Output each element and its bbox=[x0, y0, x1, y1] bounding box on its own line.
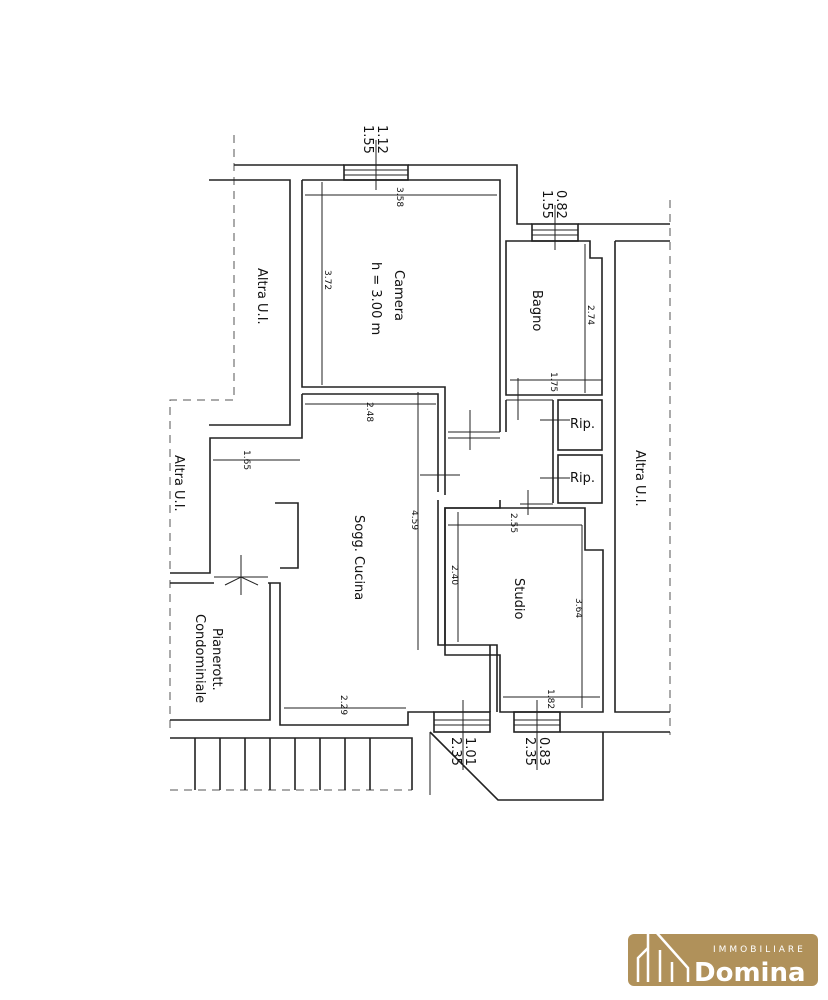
window-4-height: 2.35 bbox=[522, 737, 537, 766]
wall-pianerottolo bbox=[170, 583, 271, 721]
wall-studio bbox=[444, 507, 604, 713]
logo-background bbox=[628, 934, 818, 986]
dim-studio-right: 3.64 bbox=[573, 598, 583, 618]
label-studio: Studio bbox=[511, 578, 526, 619]
dim-bagno-h: 2.74 bbox=[585, 305, 595, 325]
window-2-width: 0.82 bbox=[553, 190, 568, 219]
door-marks bbox=[420, 378, 570, 515]
window-1-width: 1.12 bbox=[374, 125, 389, 154]
entrance-door bbox=[214, 555, 268, 595]
window-bottom-lines bbox=[434, 700, 560, 770]
dim-studio-bottom: 1.82 bbox=[545, 689, 555, 709]
wall-column bbox=[275, 502, 299, 569]
label-camera: Camera bbox=[391, 270, 406, 321]
label-altra-top: Altra U.I. bbox=[254, 268, 269, 325]
label-bagno: Bagno bbox=[529, 290, 544, 331]
wall-soggiorno bbox=[170, 393, 501, 726]
dim-sogg-bottom: 2.29 bbox=[338, 695, 348, 715]
dim-sogg-h: 4.59 bbox=[409, 510, 419, 530]
wall-corridor bbox=[505, 400, 554, 503]
dim-sogg-top: 2.48 bbox=[364, 402, 374, 422]
label-altra-right: Altra U.I. bbox=[632, 450, 647, 507]
label-soggiorno: Sogg. Cucina bbox=[351, 515, 366, 600]
wall-altra-right bbox=[614, 240, 670, 713]
logo-building-lines bbox=[636, 947, 674, 982]
dim-studio-left: 2.40 bbox=[449, 565, 459, 585]
label-rip-2: Rip. bbox=[570, 471, 595, 486]
window-3-width: 1.01 bbox=[462, 737, 477, 766]
window-sogg bbox=[433, 711, 491, 733]
outer-wall-top bbox=[234, 164, 670, 225]
wall-altra-top bbox=[209, 179, 291, 426]
label-camera-height: h = 3.00 m bbox=[368, 262, 383, 335]
logo-text-immobiliare: IMMOBILIARE bbox=[713, 945, 806, 955]
label-pianerottolo-2: Condominiale bbox=[192, 614, 207, 703]
logo-text-domina: Domina bbox=[694, 958, 806, 986]
wall-rip-1 bbox=[557, 399, 603, 451]
label-altra-left: Altra U.I. bbox=[171, 455, 186, 512]
window-2-height: 1.55 bbox=[539, 190, 554, 219]
dimension-lines bbox=[213, 182, 602, 709]
dim-sogg-left: 1.65 bbox=[241, 450, 251, 470]
window-4-width: 0.83 bbox=[536, 737, 551, 766]
wall-camera bbox=[301, 179, 501, 495]
domina-logo: IMMOBILIARE Domina bbox=[628, 918, 818, 986]
dim-camera-w: 3.58 bbox=[394, 187, 404, 207]
stairs bbox=[170, 737, 413, 790]
logo-building-icon bbox=[646, 918, 690, 982]
window-3-height: 2.35 bbox=[448, 737, 463, 766]
balcony bbox=[429, 731, 670, 801]
wall-bagno bbox=[505, 240, 603, 396]
label-rip-1: Rip. bbox=[570, 417, 595, 432]
window-bagno-lines bbox=[532, 205, 578, 250]
wall-rip-2 bbox=[557, 454, 603, 504]
dim-bagno-w: 1.75 bbox=[548, 372, 558, 392]
window-1-height: 1.55 bbox=[360, 125, 375, 154]
property-boundary bbox=[169, 135, 671, 791]
label-pianerottolo-1: Pianerott. bbox=[209, 628, 224, 691]
dim-camera-h: 3.72 bbox=[322, 270, 332, 290]
dim-studio-top: 2.55 bbox=[508, 513, 518, 533]
window-camera-lines bbox=[344, 140, 408, 190]
